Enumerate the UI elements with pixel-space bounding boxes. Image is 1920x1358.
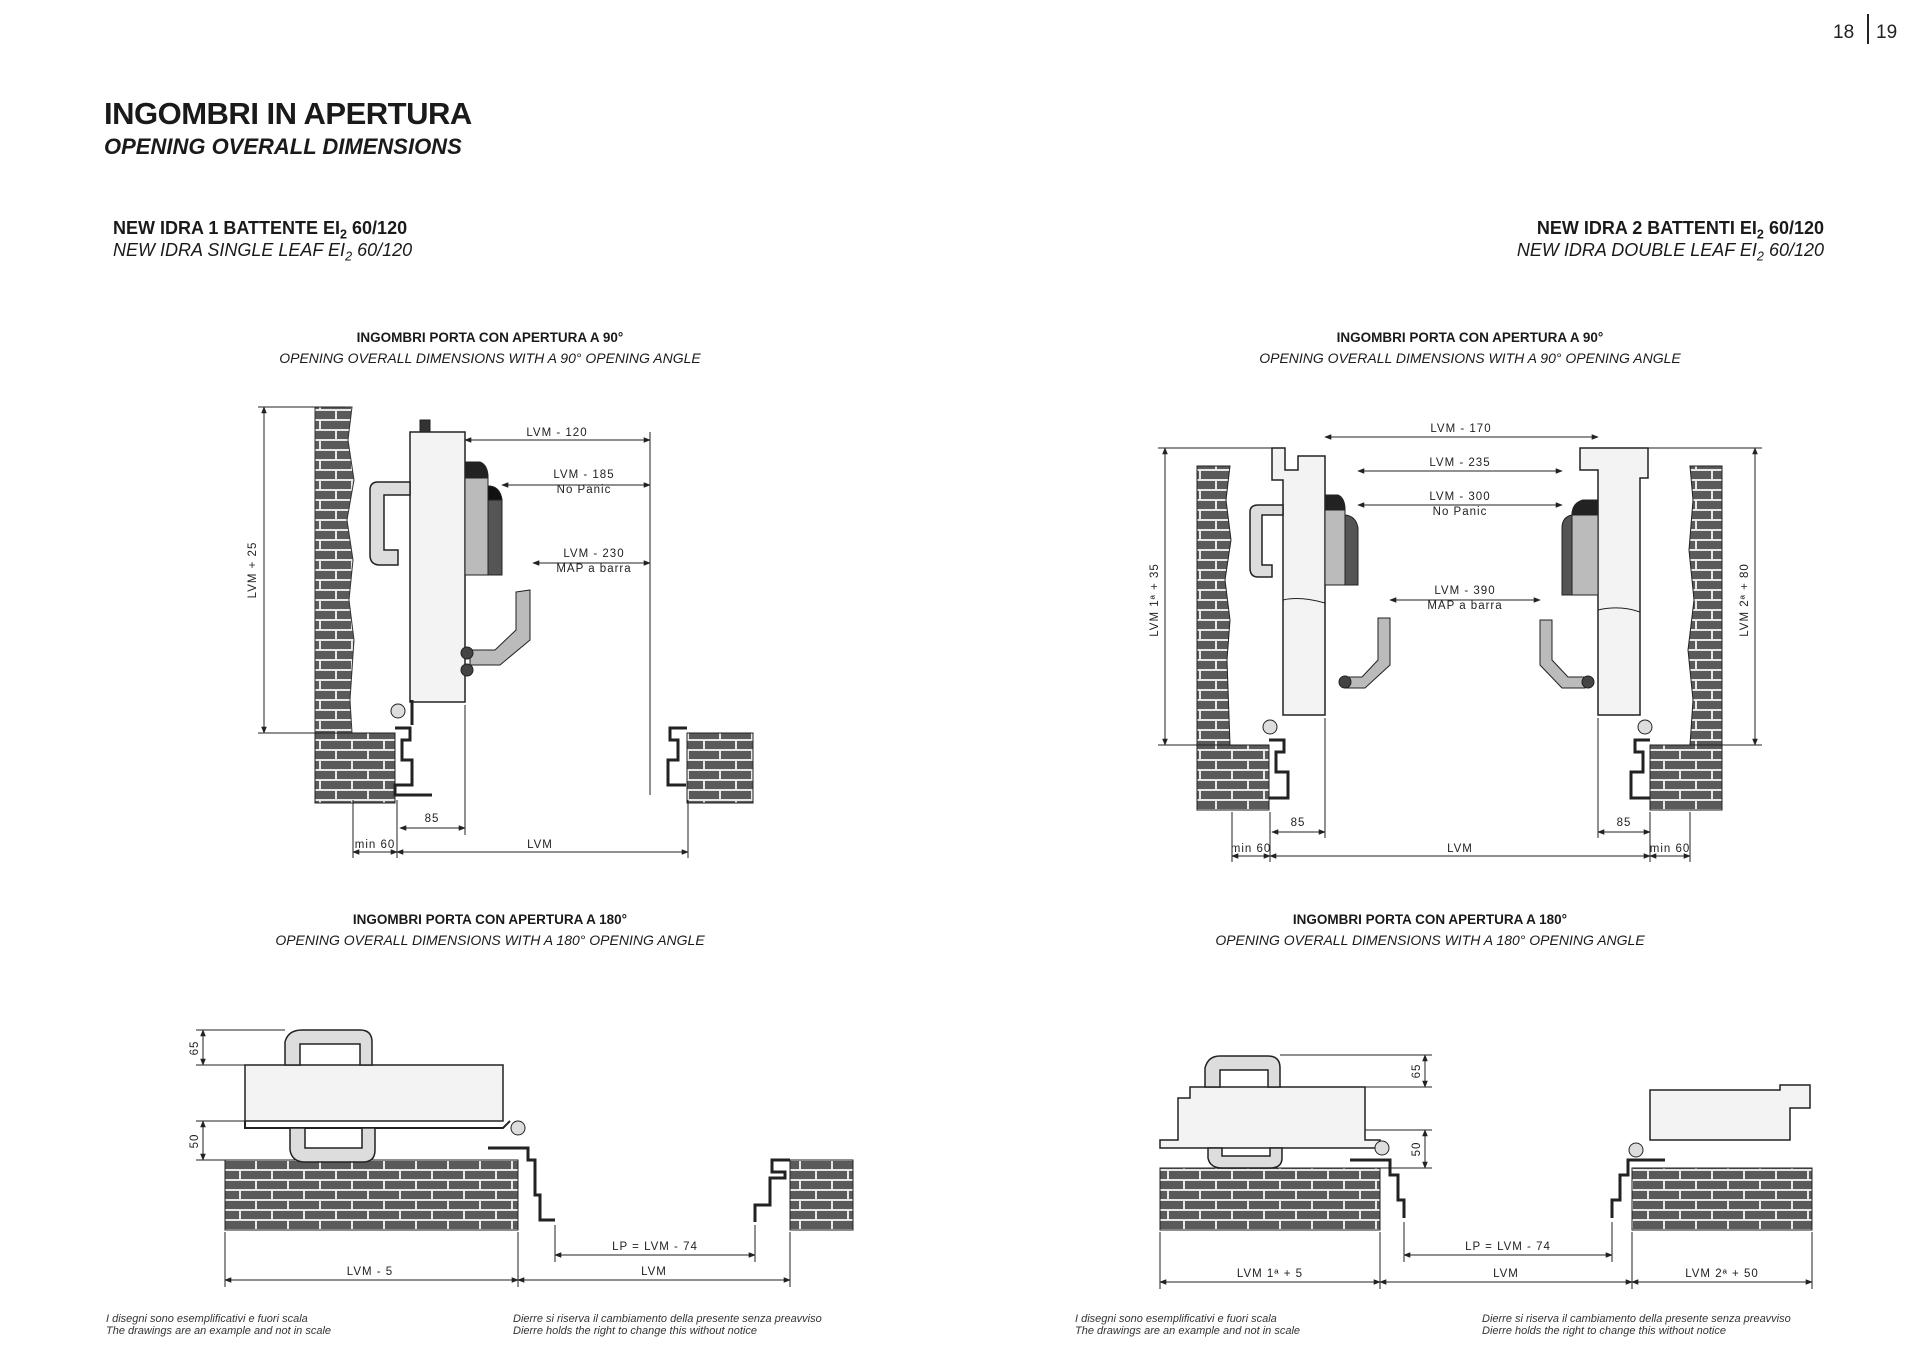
drawing-double-180 [1159,1054,1813,1289]
section-90-title-single: INGOMBRI PORTA CON APERTURA A 90° [356,330,624,345]
section-90-subtitle-double: OPENING OVERALL DIMENSIONS WITH A 90° OP… [1259,350,1681,366]
section-180-title-single: INGOMBRI PORTA CON APERTURA A 180° [352,912,628,927]
dim-double180-lvm2: LVM 2ª + 50 [1685,1268,1759,1280]
single-leaf-title-it: NEW IDRA 1 BATTENTE EI2 60/120 [113,218,408,242]
dim-double90-d4: LVM - 390 [1434,585,1495,597]
dim-double90-hleft: LVM 1ª + 35 [1149,563,1161,637]
dim-single90-height: LVM + 25 [247,542,259,599]
dim-single90-d2: LVM - 185 [553,469,614,481]
section-180-subtitle-single: OPENING OVERALL DIMENSIONS WITH A 180° O… [275,932,705,948]
note-rights-left: Dierre si riserva il cambiamento della p… [513,1313,822,1337]
double-leaf-title-it: NEW IDRA 2 BATTENTI EI2 60/120 [1536,218,1824,242]
dim-double180-lp: LP = LVM - 74 [1465,1241,1551,1253]
dim-double90-d3b: No Panic [1433,506,1488,518]
drawing-single-180 [196,1029,854,1287]
dim-double90-d3: LVM - 300 [1429,491,1490,503]
dim-double180-h65: 65 [1411,1064,1423,1079]
dim-single180-lvm: LVM [641,1266,667,1278]
dim-double90-minb: min 60 [1650,843,1691,855]
dim-single90-lvm: LVM [527,839,553,851]
dim-single180-h65: 65 [189,1041,201,1056]
section-180-title-double: INGOMBRI PORTA CON APERTURA A 180° [1292,912,1568,927]
dim-single90-d2b: No Panic [557,484,612,496]
single-leaf-title-en: NEW IDRA SINGLE LEAF EI2 60/120 [113,240,413,264]
dim-single90-d3b: MAP a barra [556,563,631,575]
dim-single90-d3: LVM - 230 [563,548,624,560]
dim-single180-h50: 50 [189,1134,201,1149]
section-90-title-double: INGOMBRI PORTA CON APERTURA A 90° [1336,330,1604,345]
note-rights-right: Dierre si riserva il cambiamento della p… [1482,1313,1791,1337]
page-separator [1867,14,1869,44]
dim-double180-lvm: LVM [1493,1268,1519,1280]
dim-double180-h50: 50 [1411,1142,1423,1157]
dim-double180-lvm1: LVM 1ª + 5 [1237,1268,1303,1280]
drawing-double-90 [1158,434,1762,862]
note-scale-left: I disegni sono esemplificativi e fuori s… [106,1313,332,1337]
dim-single180-lp: LP = LVM - 74 [612,1241,698,1253]
dim-double90-w85b: 85 [1617,817,1632,829]
section-90-subtitle-single: OPENING OVERALL DIMENSIONS WITH A 90° OP… [279,350,701,366]
dim-single90-d1: LVM - 120 [526,427,587,439]
dim-double90-d2: LVM - 235 [1429,457,1490,469]
drawing-single-90 [258,406,754,858]
dim-double90-d4b: MAP a barra [1427,600,1502,612]
note-scale-right: I disegni sono esemplificativi e fuori s… [1075,1313,1301,1337]
dim-double90-hright: LVM 2ª + 80 [1739,563,1751,637]
double-leaf-title-en: NEW IDRA DOUBLE LEAF EI2 60/120 [1516,240,1824,264]
dim-double90-mina: min 60 [1231,843,1272,855]
page-number-left: 18 [1833,22,1855,43]
page-subtitle: OPENING OVERALL DIMENSIONS [104,134,462,159]
dim-single180-lvm5: LVM - 5 [347,1266,393,1278]
section-180-subtitle-double: OPENING OVERALL DIMENSIONS WITH A 180° O… [1215,932,1645,948]
dim-single90-min: min 60 [355,839,396,851]
page-number-right: 19 [1876,22,1898,43]
dim-double90-lvm: LVM [1447,843,1473,855]
dim-single90-w85: 85 [425,813,440,825]
dim-double90-w85a: 85 [1291,817,1306,829]
dim-double90-d1: LVM - 170 [1430,423,1491,435]
page-title: INGOMBRI IN APERTURA [104,96,472,131]
